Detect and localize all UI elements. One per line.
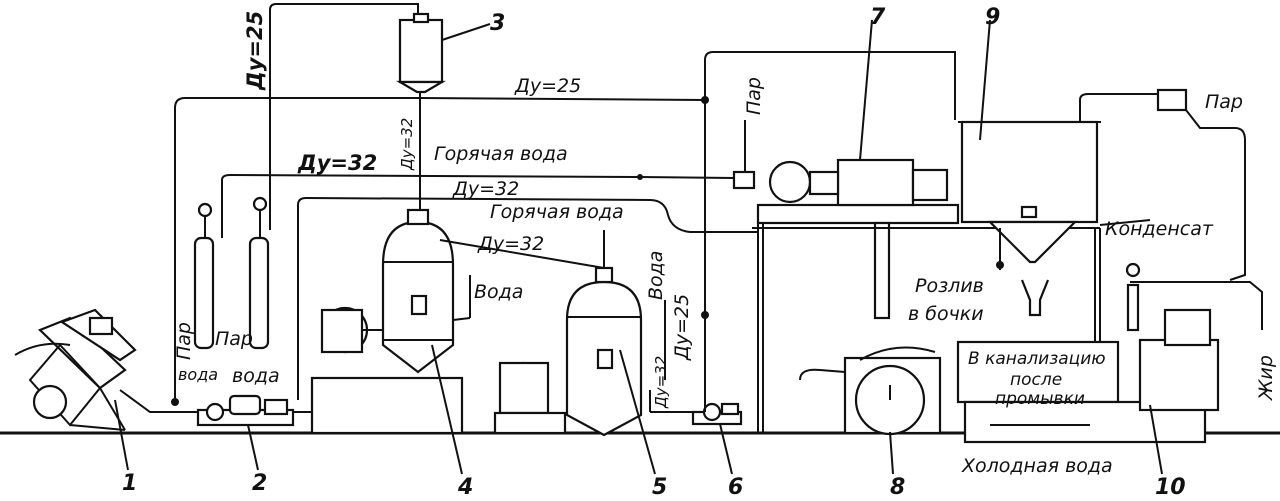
- label-steam-2: Пар: [215, 328, 253, 350]
- number-6: 6: [728, 475, 743, 500]
- equipment-2-pump: [193, 196, 295, 427]
- label-bottling-1: Розлив: [915, 275, 984, 297]
- label-hot-water-2: Горячая вода: [490, 201, 624, 223]
- label-sewer-2: после: [1010, 370, 1062, 390]
- number-8: 8: [890, 475, 905, 500]
- label-bottling-2: в бочки: [908, 303, 984, 325]
- label-du32-left: Ду=32: [297, 151, 377, 175]
- number-4: 4: [457, 475, 473, 500]
- equipment-5-reactor: [493, 266, 643, 437]
- label-du25-vertical: Ду=25: [243, 11, 267, 91]
- number-10: 10: [1155, 475, 1186, 500]
- valves: [171, 96, 1004, 406]
- label-cold-water: Холодная вода: [961, 455, 1113, 477]
- equipment-10-motor-unit: [1125, 88, 1220, 412]
- equipment-6-pump: [691, 402, 743, 426]
- equipment-7-separator: [732, 158, 960, 320]
- label-sewer-1: В канализацию: [968, 349, 1106, 369]
- number-7: 7: [870, 5, 886, 30]
- label-du32-vertical: Ду=32: [398, 118, 416, 171]
- label-steam-top: Пар: [743, 77, 765, 115]
- label-du25-top: Ду=25: [514, 75, 581, 97]
- label-fat: Жир: [1255, 355, 1277, 401]
- label-steam-1: Пар: [173, 322, 195, 360]
- number-5: 5: [652, 475, 667, 500]
- number-3: 3: [490, 11, 505, 36]
- label-hot-water-1: Горячая вода: [434, 143, 568, 165]
- label-water-2: вода: [232, 365, 280, 387]
- equipment-4-reactor: [310, 208, 464, 435]
- label-du25-right-vertical: Ду=25: [671, 294, 693, 361]
- label-du32-small: Ду=32: [652, 356, 670, 409]
- label-sewer-3: промывки: [995, 389, 1085, 409]
- label-steam-right: Пар: [1205, 91, 1243, 113]
- label-condensate: Конденсат: [1105, 218, 1214, 240]
- equipment-9-tank: [958, 120, 1101, 317]
- label-water-3: Вода: [474, 281, 523, 303]
- label-du32-mid: Ду=32: [452, 178, 519, 200]
- pipelines: [119, 3, 1263, 426]
- label-water-4: Вода: [645, 251, 667, 300]
- equipment-3-dosing-tank: [395, 12, 447, 94]
- label-du32-center: Ду=32: [477, 233, 544, 255]
- number-1: 1: [122, 471, 137, 496]
- label-water-1: вода: [178, 365, 218, 384]
- number-2: 2: [252, 471, 267, 496]
- number-9: 9: [985, 5, 1000, 30]
- leader-lines: [114, 19, 1163, 475]
- equipment-1-feeder: [14, 308, 137, 431]
- equipment-8-drum-cart: [799, 346, 942, 436]
